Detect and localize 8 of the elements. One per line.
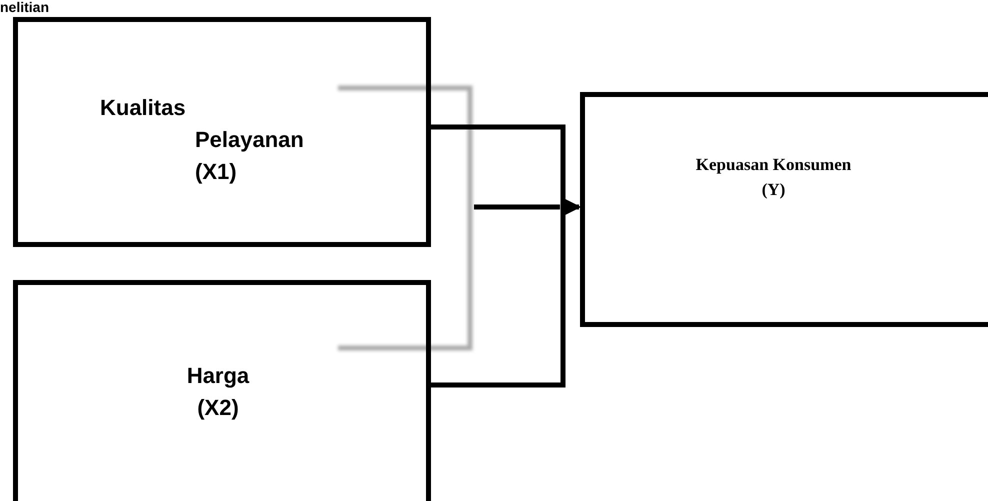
variable-box bbox=[580, 92, 988, 327]
variable-label: Kualitas Pelayanan (X1) bbox=[100, 94, 305, 186]
variable-label: Harga (X2) bbox=[186, 362, 250, 422]
heading: nelitian bbox=[0, 0, 50, 15]
variable-label: Kepuasan Konsumen (Y) bbox=[694, 154, 852, 201]
arrow bbox=[431, 197, 581, 388]
variable-box bbox=[13, 17, 431, 247]
variable-box bbox=[13, 280, 431, 501]
